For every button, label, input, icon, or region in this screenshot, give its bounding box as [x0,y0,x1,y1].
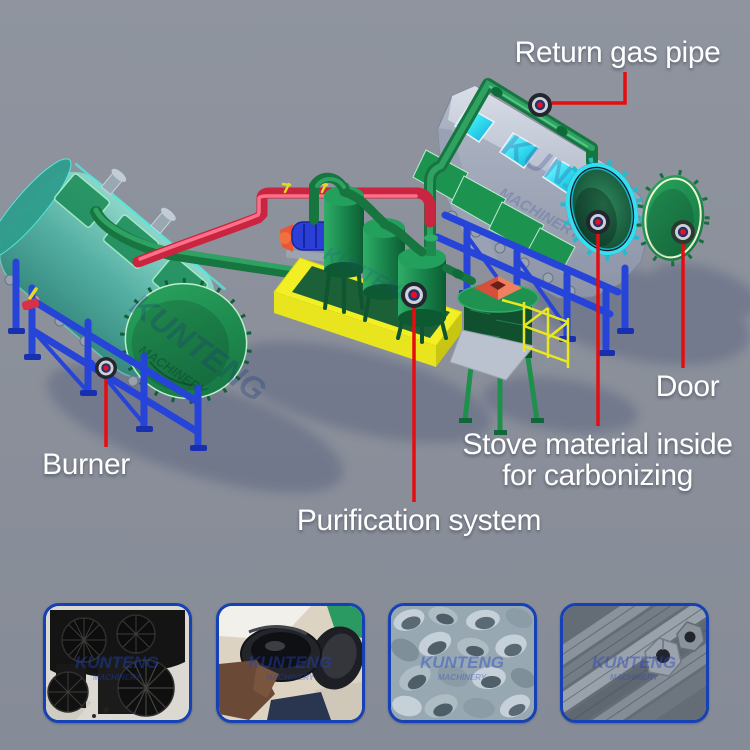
pointer-marker-door [671,220,695,244]
machinery-illustration: KUNTENG MACHINERY [0,72,750,502]
label-door: Door [655,370,720,403]
annotation-lines [104,72,685,502]
pointer-marker-purification [401,282,427,308]
gallery-photo-log-charcoal: KUNTENG MACHINERY [43,603,192,723]
photo-watermark: KUNTENG [420,653,504,672]
pointer-markers [95,93,695,379]
gas-pipes [90,182,436,280]
label-return-gas-pipe: Return gas pipe [514,36,721,69]
photo-watermark: KUNTENG [248,653,332,672]
photo-watermark-sub: MACHINERY [438,673,487,682]
feeding-hopper [449,276,570,435]
label-purification-system: Purification system [296,504,542,537]
hopper-railing [501,298,570,368]
label-stove-material-line1: Stove material inside [462,428,733,461]
pointer-marker-stove [586,210,610,234]
label-stove-material: Stove material inside for carbonizing [450,429,745,491]
label-burner: Burner [42,448,130,481]
stove-door [636,169,710,267]
gallery-photo-shell-charcoal-hands: KUNTENG MACHINERY [216,603,365,723]
photo-watermark-sub: MACHINERY [93,673,142,682]
photo-watermark-sub: MACHINERY [266,673,315,682]
drum-stand-feet [8,328,207,451]
carbonizing-stove: KUNTENG MACHINERY [412,78,657,356]
stove-mouth [560,157,644,261]
pointer-marker-burner [95,357,117,379]
purification-system: KUNTENG [273,172,476,367]
stove-hatches [412,149,576,272]
drum-valve [21,287,40,311]
label-stove-material-line2: for carbonizing [502,459,693,492]
gallery-photo-briquette-charcoal: KUNTENG MACHINERY [560,603,709,723]
photo-watermark-sub: MACHINERY [610,673,659,682]
pointer-marker-return-gas-pipe [528,93,552,117]
gallery-photo-charcoal-shell-pieces: KUNTENG MACHINERY [388,603,537,723]
photo-watermark: KUNTENG [75,653,159,672]
drum-end-cap [119,278,253,404]
photo-watermark: KUNTENG [592,653,676,672]
